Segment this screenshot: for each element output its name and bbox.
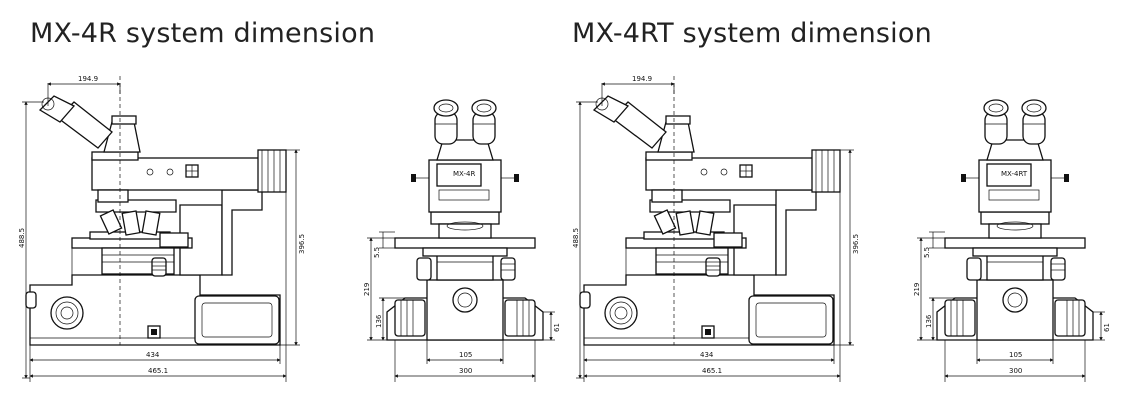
dim-stage-height: 219 (363, 283, 371, 296)
title-mx-4r: MX-4R system dimension (30, 18, 376, 49)
dim-front-base-width: 300 (459, 367, 472, 375)
dim-base-width: 434 (700, 351, 714, 359)
dim-foot-height: 61 (1103, 323, 1111, 332)
dim-overall-width: 465.1 (702, 367, 722, 375)
dim-base-height: 136 (925, 314, 933, 328)
dim-top-offset: 194.9 (632, 75, 652, 83)
mx-4rt-front-view: MX-4RT 5.5 219 136 61 105 300 (913, 99, 1111, 382)
dim-base-width: 434 (146, 351, 160, 359)
mx-4rt-side-view: 194.9 488.5 396.5 434 465.1 (572, 75, 860, 382)
mx-4r-side-view: 194.9 488.5 396.5 434 465.1 (18, 75, 306, 382)
dim-center-width: 105 (459, 351, 472, 359)
mx-4r-front-view: MX-4R 5.5 219 136 61 105 300 (363, 99, 561, 382)
dim-stage-gap: 5.5 (373, 247, 381, 258)
dim-stage-gap: 5.5 (923, 247, 931, 258)
dim-total-height: 488.5 (18, 228, 26, 248)
dim-total-height: 488.5 (572, 228, 580, 248)
dim-front-base-width: 300 (1009, 367, 1022, 375)
dim-right-height: 396.5 (298, 234, 306, 254)
dim-foot-height: 61 (553, 323, 561, 332)
dim-top-offset: 194.9 (78, 75, 98, 83)
dim-right-height: 396.5 (852, 234, 860, 254)
dim-overall-width: 465.1 (148, 367, 168, 375)
title-mx-4rt: MX-4RT system dimension (572, 18, 932, 49)
front-head-label: MX-4R (453, 170, 475, 178)
dim-center-width: 105 (1009, 351, 1022, 359)
front-head-label: MX-4RT (1001, 170, 1028, 178)
dim-stage-height: 219 (913, 283, 921, 296)
dim-base-height: 136 (375, 314, 383, 328)
